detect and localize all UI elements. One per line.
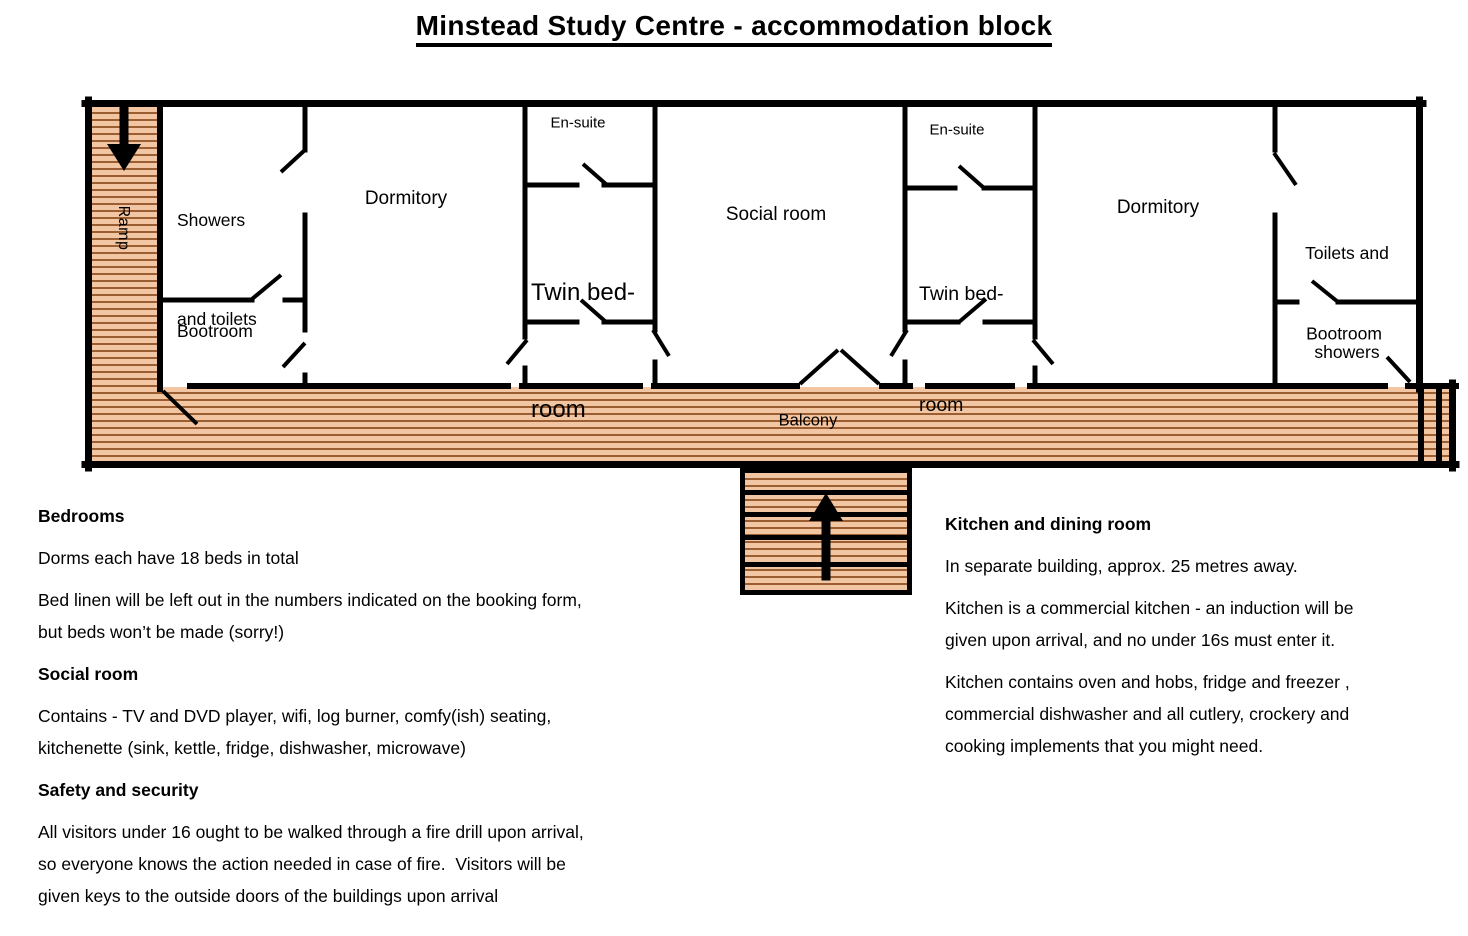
- stair-step-divider: [745, 535, 907, 540]
- text-line: Bed linen will be left out in the number…: [38, 590, 582, 610]
- stairs: [740, 468, 912, 595]
- door-swings: [161, 147, 1412, 426]
- section-heading-bedrooms: Bedrooms: [38, 506, 125, 526]
- room-label-line: showers: [1314, 342, 1380, 362]
- paragraph: Dorms each have 18 beds in total: [38, 542, 758, 574]
- room-label-line: Twin bed-: [919, 283, 1004, 305]
- section-heading-social-room: Social room: [38, 664, 139, 684]
- notes-right-column: Kitchen and dining room In separate buil…: [945, 508, 1465, 772]
- text-line: In separate building, approx. 25 metres …: [945, 556, 1298, 576]
- paragraph: Kitchen is a commercial kitchen - an ind…: [945, 592, 1465, 656]
- text-line: Contains - TV and DVD player, wifi, log …: [38, 706, 552, 726]
- room-label-line: room: [919, 394, 964, 416]
- room-label-line: Showers: [177, 210, 246, 230]
- room-label-balcony: Balcony: [778, 411, 838, 430]
- paragraph: Bed linen will be left out in the number…: [38, 584, 758, 648]
- interior-walls: [157, 100, 1419, 389]
- text-line: Kitchen contains oven and hobs, fridge a…: [945, 672, 1350, 692]
- paragraph: Kitchen contains oven and hobs, fridge a…: [945, 666, 1465, 762]
- room-label-ramp: Ramp: [115, 205, 132, 251]
- room-label-line: Twin bed-: [531, 279, 636, 306]
- room-label-ensuite-left: En-suite: [550, 114, 606, 132]
- room-label-line: Toilets and: [1305, 243, 1389, 263]
- room-label-bootroom-right: Bootroom: [1306, 323, 1382, 344]
- room-label-toilets-showers: Toilets and showers: [1305, 171, 1389, 435]
- room-label-twin-bedroom-left: Twin bed- room: [531, 195, 635, 507]
- room-label-dormitory-right: Dormitory: [1116, 197, 1200, 218]
- room-label-line: and toilets: [177, 309, 257, 329]
- room-label-ensuite-right: En-suite: [929, 121, 985, 139]
- room-label-bootroom-left: Bootroom: [177, 321, 253, 341]
- room-label-line: room: [531, 396, 586, 423]
- text-line: so everyone knows the action needed in c…: [38, 854, 566, 874]
- page-title-text: Minstead Study Centre - accommodation bl…: [415, 10, 1053, 47]
- room-label-showers-toilets: Showers and toilets: [177, 138, 257, 402]
- room-label-social-room: Social room: [725, 204, 827, 225]
- room-label-twin-bedroom-right: Twin bed- room: [919, 202, 1004, 498]
- text-line: commercial dishwasher and all cutlery, c…: [945, 704, 1350, 724]
- text-line: kitchenette (sink, kettle, fridge, dishw…: [38, 738, 466, 758]
- text-line: Kitchen is a commercial kitchen - an ind…: [945, 598, 1354, 618]
- stair-step-divider: [745, 490, 907, 495]
- text-line: but beds won’t be made (sorry!): [38, 622, 285, 642]
- paragraph: Contains - TV and DVD player, wifi, log …: [38, 700, 758, 764]
- stair-step-divider: [745, 562, 907, 567]
- section-heading-kitchen-dining: Kitchen and dining room: [945, 514, 1152, 534]
- text-line: cooking implements that you might need.: [945, 736, 1264, 756]
- stair-step-divider: [745, 512, 907, 517]
- paragraph: All visitors under 16 ought to be walked…: [38, 816, 758, 912]
- text-line: Dorms each have 18 beds in total: [38, 548, 299, 568]
- balcony-area: [85, 387, 1456, 468]
- section-heading-safety-security: Safety and security: [38, 780, 199, 800]
- text-line: All visitors under 16 ought to be walked…: [38, 822, 584, 842]
- page-title: Minstead Study Centre - accommodation bl…: [0, 10, 1468, 47]
- text-line: given upon arrival, and no under 16s mus…: [945, 630, 1336, 650]
- text-line: given keys to the outside doors of the b…: [38, 886, 499, 906]
- notes-left-column: Bedrooms Dorms each have 18 beds in tota…: [38, 500, 758, 922]
- room-label-dormitory-left: Dormitory: [364, 188, 448, 209]
- paragraph: In separate building, approx. 25 metres …: [945, 550, 1465, 582]
